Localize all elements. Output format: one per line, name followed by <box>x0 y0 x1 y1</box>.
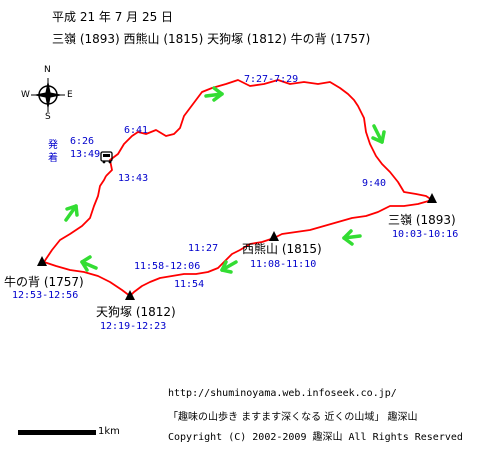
peak-marker-sanrei <box>427 193 437 203</box>
compass-s: S <box>45 112 51 122</box>
compass-n: N <box>44 65 51 75</box>
time-label: 11:54 <box>174 279 205 290</box>
arrive-time: 13:49 <box>70 149 101 160</box>
peak-time-ushinose: 12:53-12:56 <box>12 290 79 301</box>
date-title: 平成 21 年 7 月 25 日 <box>52 10 174 24</box>
depart-label: 発 <box>48 140 58 151</box>
direction-arrow-icon <box>220 260 238 274</box>
time-label: 11:58-12:06 <box>134 261 201 272</box>
direction-arrow-icon <box>64 204 79 222</box>
peak-name-nishikuma: 西熊山 (1815) <box>242 242 322 256</box>
peak-name-sanrei: 三嶺 (1893) <box>388 213 456 227</box>
time-label: 6:41 <box>124 125 149 136</box>
compass-e: E <box>67 90 73 100</box>
direction-arrow-icon <box>204 86 224 102</box>
direction-arrow-icon <box>80 255 98 272</box>
compass-w: W <box>21 90 30 100</box>
compass-icon <box>31 78 65 112</box>
arrive-label: 着 <box>48 153 58 164</box>
peak-time-tengu: 12:19-12:23 <box>100 321 167 332</box>
bus-icon <box>100 151 113 164</box>
time-label: 11:27 <box>188 243 219 254</box>
peak-time-sanrei: 10:03-10:16 <box>392 229 459 240</box>
time-label: 13:43 <box>118 173 149 184</box>
peak-name-tengu: 天狗塚 (1812) <box>96 305 176 319</box>
peak-time-nishikuma: 11:08-11:10 <box>250 259 317 270</box>
peak-name-ushinose: 牛の背 (1757) <box>4 275 84 289</box>
scale-label: 1km <box>98 426 120 437</box>
peak-marker-nishikuma <box>269 231 279 241</box>
depart-time: 6:26 <box>70 136 95 147</box>
peak-marker-tengu <box>125 290 135 300</box>
direction-arrow-icon <box>371 124 386 144</box>
site-url: http://shuminoyama.web.infoseek.co.jp/ <box>168 388 397 399</box>
time-label: 9:40 <box>362 178 387 189</box>
peaks-title: 三嶺 (1893) 西熊山 (1815) 天狗塚 (1812) 牛の背 (175… <box>52 32 371 46</box>
hiking-route <box>43 79 433 297</box>
site-slogan: 「趣味の山歩き ますます深くなる 近くの山域」 趣深山 <box>168 412 418 423</box>
copyright: Copyright (C) 2002-2009 趣深山 All Rights R… <box>168 432 463 443</box>
time-label: 7:27-7:29 <box>244 74 299 85</box>
scale-bar <box>18 430 96 435</box>
peak-marker-ushinose <box>37 256 47 266</box>
direction-arrow-icon <box>342 229 362 246</box>
